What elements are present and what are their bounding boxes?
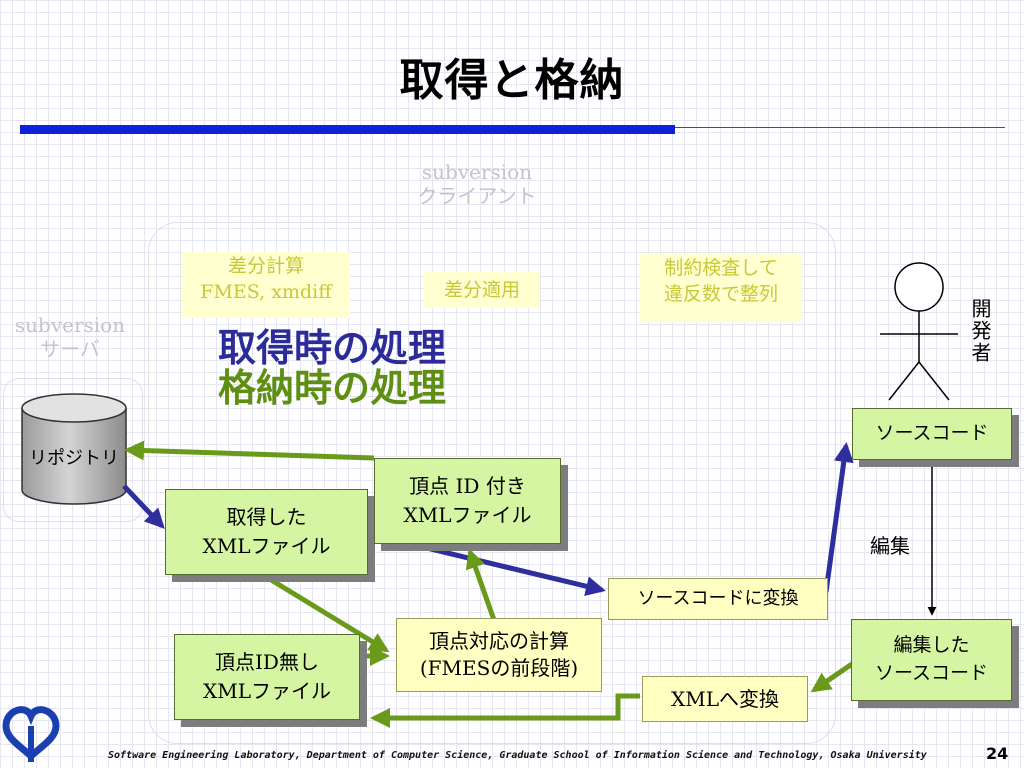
constraint-line2: 違反数で整列 [663,282,778,305]
client-label-line2: クライアント [417,184,537,208]
vertex-id-xml-line1: 頂点 ID 付き [409,474,526,498]
title-underline-thin [675,127,1005,128]
repository-label: リポジトリ [29,448,119,469]
vertex-id-xml-line2: XMLファイル [403,503,532,527]
server-label-line2: サーバ [40,337,100,361]
arrow-vertex-id-to-repo [124,440,375,461]
arrow-acquired-to-match [266,575,390,653]
page-number: 24 [986,744,1009,763]
client-frame [148,222,836,744]
arrow-xml-to-noid [370,693,640,728]
diff-calc-label: 差分計算 FMES, xmdiff [182,252,350,318]
vertex-match-line2: (FMESの前段階) [419,656,579,680]
diff-calc-line2: FMES, xmdiff [200,280,332,303]
page-title: 取得と格納 [399,55,625,106]
store-process-legend: 格納時の処理 [218,366,447,410]
constraint-line1: 制約検査して [664,257,778,279]
store-arrows [124,440,854,728]
vertex-match-box: 頂点対応の計算 (FMESの前段階) [396,618,602,692]
source-code-box: ソースコード [852,408,1012,460]
edited-source-line2: ソースコード [874,662,989,684]
vertex-id-xml-box: 頂点 ID 付き XMLファイル [374,458,561,544]
edited-source-box: 編集した ソースコード [851,619,1012,701]
acquire-process-legend: 取得時の処理 [218,326,447,370]
server-label: subversion サーバ [4,313,136,361]
developer-label: 開発者 [968,298,992,364]
no-id-xml-line1: 頂点ID無し [215,650,319,674]
developer-icon [880,262,958,401]
constraint-label: 制約検査して 違反数で整列 [640,254,802,322]
client-label-line1: subversion [421,160,533,184]
server-label-line1: subversion [14,313,126,337]
footer-text: Software Engineering Laboratory, Departm… [108,750,927,761]
arrow-match-to-vertex-id [465,548,497,621]
edit-label: 編集 [870,534,910,558]
no-id-xml-box: 頂点ID無し XMLファイル [174,634,360,720]
repository-cylinder [21,393,127,505]
title-underline [20,125,675,134]
client-label: subversion クライアント [392,160,562,208]
arrow-convert-to-source [823,442,854,593]
vertex-match-line1: 頂点対応の計算 [429,629,569,653]
university-logo [2,706,60,762]
diff-calc-line1: 差分計算 [227,255,304,277]
acquired-xml-line2: XMLファイル [202,534,331,558]
acquired-xml-line1: 取得した [226,505,307,529]
arrow-edited-to-xml [810,661,854,693]
acquired-xml-box: 取得した XMLファイル [165,489,368,575]
diff-apply-label: 差分適用 [424,272,540,308]
arrow-repo-to-acquired [122,484,165,529]
edited-source-line1: 編集した [893,634,970,657]
convert-to-source-box: ソースコードに変換 [608,578,828,620]
convert-to-xml-box: XMLへ変換 [642,676,808,722]
no-id-xml-line2: XMLファイル [203,679,331,703]
